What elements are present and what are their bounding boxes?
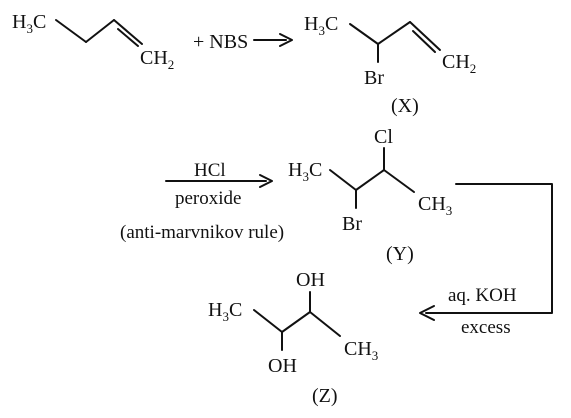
product-x-double-bond-a: [409, 21, 441, 51]
reagent-hcl: HCl: [194, 160, 226, 181]
product-x-ch2-label: CH2: [442, 51, 476, 76]
product-y: H3C Br Cl CH3 (Y): [288, 126, 452, 265]
reagent-aq-koh: aq. KOH: [448, 285, 517, 306]
product-x-h3c-label: H3C: [304, 13, 338, 38]
product-y-cl-label: Cl: [374, 126, 393, 148]
product-z-oh-bottom-label: OH: [268, 355, 297, 377]
product-x-double-bond-b: [412, 30, 436, 53]
product-y-h3c-label: H3C: [288, 159, 322, 184]
product-z-bond-3: [309, 311, 341, 337]
reactant-double-bond-a: [113, 19, 143, 45]
product-z-oh-top-label: OH: [296, 269, 325, 291]
reactant-ch2-label: CH2: [140, 47, 174, 72]
product-z-bond-1: [253, 309, 283, 333]
arrow-3-head: [419, 305, 435, 321]
reactant-h3c-label: H3C: [12, 11, 46, 36]
product-z-label: (Z): [312, 385, 338, 407]
product-x-bond-1: [349, 23, 379, 45]
arrow-1-head: [279, 33, 293, 47]
product-x: H3C Br CH2 (X): [304, 13, 476, 117]
reactant-bond-2: [85, 19, 115, 43]
reactant-butene: H3C CH2: [12, 11, 174, 72]
product-y-bond-1: [329, 169, 357, 191]
reactant-double-bond-b: [117, 28, 139, 47]
product-y-label: (Y): [386, 243, 414, 265]
product-x-br-label: Br: [364, 67, 384, 89]
product-z-h3c-label: H3C: [208, 299, 242, 324]
reaction-2-conditions: HCl peroxide (anti-marvnikov rule): [120, 160, 284, 243]
product-z-ch3-label: CH3: [344, 338, 378, 363]
product-y-bond-3: [383, 169, 415, 193]
reagent-excess: excess: [461, 317, 511, 338]
product-x-bond-2: [377, 21, 411, 45]
reagent-nbs: + NBS: [193, 31, 248, 53]
product-y-bond-2: [355, 169, 385, 191]
arrow-2-head: [259, 174, 273, 188]
reaction-3-conditions: aq. KOH excess: [419, 183, 553, 338]
product-x-label: (X): [391, 95, 419, 117]
anti-markovnikov-note: (anti-marvnikov rule): [120, 222, 284, 243]
reagent-peroxide: peroxide: [175, 188, 241, 209]
product-y-br-label: Br: [342, 213, 362, 235]
arrow-3-path: [425, 183, 553, 314]
reactant-bond-1: [55, 19, 87, 43]
product-y-ch3-label: CH3: [418, 193, 452, 218]
product-z: H3C OH OH CH3 (Z): [208, 269, 378, 407]
product-z-bond-2: [281, 311, 311, 333]
